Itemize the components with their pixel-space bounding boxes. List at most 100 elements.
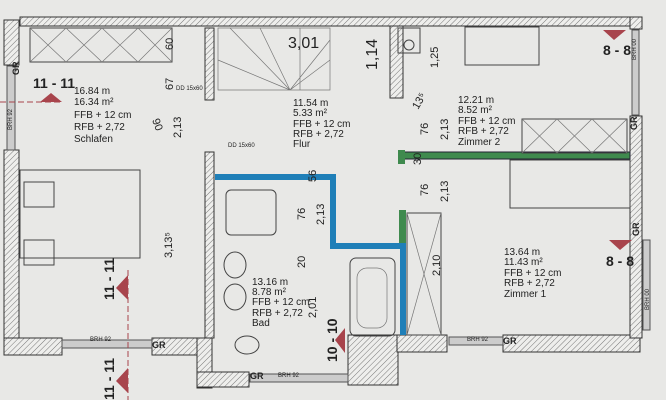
top-wall — [19, 16, 641, 27]
room-perimeter: 16.84 m — [74, 86, 110, 97]
room-ffb: FFB + 12 cm — [252, 297, 310, 308]
room-area: 8.78 m² — [252, 287, 287, 298]
wardrobe-zimmer2 — [521, 118, 628, 154]
gr-label: GR — [250, 371, 264, 381]
nightstand — [23, 239, 55, 266]
stair-number: 3,01 — [288, 35, 319, 52]
brh-label: BRH 00 — [645, 288, 651, 310]
section-label-11-mid: 11 - 11 — [101, 258, 117, 300]
wall-schlafen-bad — [204, 151, 215, 339]
room-perimeter: 11.54 m — [293, 98, 328, 109]
green-wall-stub — [398, 150, 405, 164]
desk-zimmer2 — [464, 26, 540, 66]
gr-label: GR — [503, 336, 517, 346]
room-rfb: RFB + 2,72 — [74, 122, 125, 133]
section-label-11-bottom: 11 - 11 — [101, 358, 117, 400]
room-area: 5.33 m² — [293, 108, 328, 119]
room-rfb: RFB + 2,72 — [252, 308, 303, 319]
section-markers — [0, 30, 632, 400]
brh-label: BRH 00 — [632, 38, 638, 60]
staircase — [217, 27, 331, 91]
right-wall — [629, 115, 643, 339]
dimension: 13⁵ — [410, 91, 429, 112]
bottom-wall-zimmer1-right — [502, 334, 641, 353]
dimension: 76 — [419, 123, 431, 135]
left-wall-top — [3, 19, 20, 66]
room-label-bad: 13.16 m 8.78 m² FFB + 12 cm RFB + 2,72 B… — [252, 277, 310, 329]
dimension: 2,13 — [315, 204, 327, 225]
bed-zimmer1 — [509, 159, 631, 209]
section-marker-11-top — [40, 93, 62, 102]
dimension: 90 — [149, 117, 164, 133]
green-wall-vertical — [399, 210, 406, 245]
wardrobe-zimmer1 — [406, 212, 442, 336]
bathtub-icon — [349, 257, 396, 337]
room-area: 16.34 m² — [74, 97, 114, 108]
room-ffb: FFB + 12 cm — [504, 268, 562, 279]
dimension: 3,13⁵ — [163, 232, 175, 258]
section-marker-11-bottom — [116, 368, 128, 393]
dimension: 2,10 — [431, 255, 443, 276]
section-marker-8-bottom — [609, 240, 632, 250]
dimension: 76 — [419, 184, 431, 196]
section-label-8-bottom: 8 - 8 — [606, 253, 634, 269]
bottom-wall-bath-niche — [347, 334, 399, 386]
gr-label: GR — [152, 340, 166, 350]
toilet-icon — [234, 335, 260, 355]
dimension: 67 — [164, 78, 176, 90]
gr-label: GR — [631, 222, 641, 236]
dimension: 76 — [296, 208, 308, 220]
window-schlafen-left[interactable] — [6, 65, 16, 151]
room-perimeter: 13.64 m — [504, 247, 540, 258]
left-wall — [3, 149, 20, 351]
wall-flur-zimmer2 — [389, 25, 404, 99]
furniture — [19, 26, 631, 355]
dimension: 20 — [296, 256, 308, 268]
dimension: 2,01 — [307, 297, 319, 318]
dimension: 56 — [307, 170, 319, 182]
room-rfb: RFB + 2,72 — [293, 129, 344, 140]
room-area: 8.52 m² — [458, 105, 493, 116]
section-label-10: 10 - 10 — [324, 318, 340, 362]
dd-label: DD 15x60 — [176, 86, 203, 92]
section-marker-8-top — [603, 30, 626, 40]
room-label-flur: 11.54 m 5.33 m² FFB + 12 cm RFB + 2,72 F… — [293, 98, 351, 150]
section-marker-10 — [335, 328, 345, 353]
bed-schlafen — [19, 169, 141, 259]
room-name: Schlafen — [74, 134, 113, 145]
section-marker-11-mid — [116, 275, 128, 300]
dimension: 2,13 — [439, 119, 451, 140]
dimension: 2,13 — [172, 117, 184, 138]
room-name: Zimmer 1 — [504, 289, 547, 300]
window-bad[interactable] — [249, 373, 349, 383]
windows — [6, 29, 651, 383]
section-label-11-top: 11 - 11 — [33, 75, 75, 91]
window-zimmer2-right[interactable] — [631, 29, 640, 116]
dimension: 60 — [164, 38, 176, 50]
blue-wall-bad — [215, 174, 406, 335]
room-area: 11.43 m² — [504, 257, 543, 268]
dimension: 1,25 — [429, 47, 441, 68]
washing-machine-icon — [397, 27, 421, 54]
wardrobe-schlafen — [29, 27, 173, 63]
room-ffb: FFB + 12 cm — [74, 110, 132, 121]
section-label-8-top: 8 - 8 — [603, 42, 631, 58]
room-rfb: RFB + 2,72 — [458, 126, 509, 137]
window-zimmer1-right[interactable] — [642, 239, 651, 331]
window-zimmer1-bottom[interactable] — [448, 336, 504, 346]
dd-label: DD 15x60 — [228, 143, 255, 149]
room-name: Zimmer 2 — [458, 137, 501, 148]
room-name: Bad — [252, 318, 270, 329]
room-ffb: FFB + 12 cm — [458, 116, 516, 127]
room-rfb: RFB + 2,72 — [504, 278, 555, 289]
bottom-wall-zimmer1-left — [396, 334, 448, 353]
pillow-icon — [23, 181, 55, 208]
bidet-icon — [223, 283, 247, 311]
window-schlafen-bottom[interactable] — [61, 339, 153, 349]
brh-label: BRH 92 — [467, 337, 489, 343]
brh-label: BRH 92 — [278, 373, 300, 379]
room-label-schlafen: 16.84 m 16.34 m² FFB + 12 cm RFB + 2,72 … — [74, 86, 132, 145]
sink-icon — [223, 251, 247, 279]
bottom-wall-schlafen-left — [3, 337, 63, 356]
room-perimeter: 13.16 m — [252, 277, 288, 288]
